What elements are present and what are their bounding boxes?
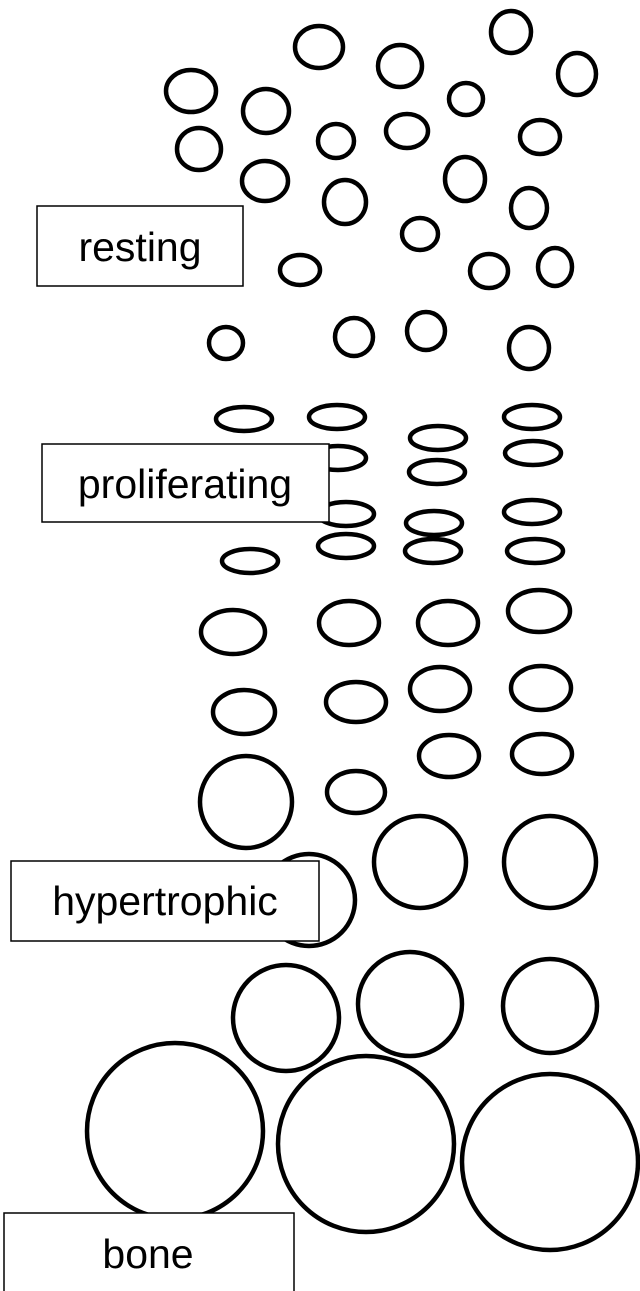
resting-cell bbox=[277, 252, 323, 288]
label-hypertrophic: hypertrophic bbox=[10, 860, 320, 942]
resting-cell bbox=[555, 50, 599, 98]
proliferating-cell bbox=[501, 402, 563, 432]
prehypertrophic-cell bbox=[416, 732, 482, 780]
label-hypertrophic-text: hypertrophic bbox=[52, 878, 278, 924]
resting-cell bbox=[442, 154, 488, 204]
resting-cell bbox=[506, 324, 552, 372]
proliferating-cell bbox=[407, 423, 469, 453]
hypertrophic-cell bbox=[197, 753, 295, 851]
bone-cell bbox=[275, 1053, 457, 1235]
resting-cell bbox=[404, 309, 448, 353]
prehypertrophic-cell bbox=[316, 598, 382, 648]
bone-cell bbox=[84, 1040, 266, 1222]
resting-cell bbox=[535, 245, 575, 289]
label-bone-text: bone bbox=[102, 1231, 193, 1277]
prehypertrophic-cell bbox=[210, 687, 278, 737]
proliferating-cell bbox=[315, 531, 377, 561]
proliferating-cell bbox=[402, 536, 464, 566]
resting-cell bbox=[467, 251, 511, 291]
resting-cell bbox=[488, 8, 534, 56]
prehypertrophic-cell bbox=[324, 768, 388, 816]
label-hypertrophic-box bbox=[10, 860, 320, 942]
proliferating-cell bbox=[502, 438, 564, 468]
label-bone: bone bbox=[3, 1212, 295, 1291]
prehypertrophic-cell bbox=[415, 598, 481, 648]
hypertrophic-cell bbox=[500, 956, 600, 1056]
resting-cell bbox=[446, 80, 486, 118]
proliferating-cell bbox=[406, 457, 468, 487]
hypertrophic-cell bbox=[371, 813, 469, 911]
resting-cell bbox=[332, 315, 376, 359]
resting-cell bbox=[206, 324, 246, 362]
label-proliferating-text: proliferating bbox=[78, 461, 292, 507]
label-resting-text: resting bbox=[78, 224, 201, 270]
resting-zone-cells bbox=[163, 8, 599, 372]
hypertrophic-cell bbox=[501, 813, 599, 911]
resting-cell bbox=[315, 121, 357, 161]
label-proliferating: proliferating bbox=[41, 443, 330, 523]
resting-cell bbox=[399, 215, 441, 253]
proliferating-zone-cells bbox=[213, 402, 566, 576]
prehypertrophic-zone-cells bbox=[198, 587, 575, 816]
prehypertrophic-cell bbox=[505, 587, 573, 635]
hypertrophic-cell bbox=[355, 949, 465, 1059]
resting-cell bbox=[321, 177, 369, 227]
bone-zone-cells bbox=[84, 1040, 640, 1253]
prehypertrophic-cell bbox=[508, 663, 574, 713]
label-bone-box bbox=[3, 1212, 295, 1291]
proliferating-cell bbox=[501, 497, 563, 527]
resting-cell bbox=[375, 42, 425, 90]
prehypertrophic-cell bbox=[323, 679, 389, 725]
resting-cell bbox=[383, 111, 431, 151]
resting-cell bbox=[174, 125, 224, 173]
resting-cell bbox=[508, 185, 550, 231]
resting-cell bbox=[292, 23, 346, 71]
hypertrophic-cell bbox=[230, 962, 342, 1074]
proliferating-cell bbox=[403, 508, 465, 538]
prehypertrophic-cell bbox=[407, 664, 473, 714]
proliferating-cell bbox=[213, 404, 275, 434]
proliferating-cell bbox=[306, 402, 368, 432]
proliferating-cell bbox=[504, 536, 566, 566]
label-proliferating-box bbox=[41, 443, 330, 523]
prehypertrophic-cell bbox=[509, 731, 575, 777]
resting-cell bbox=[517, 117, 563, 157]
proliferating-cell bbox=[219, 546, 281, 576]
prehypertrophic-cell bbox=[198, 607, 268, 657]
label-resting-box bbox=[36, 205, 244, 287]
resting-cell bbox=[163, 67, 219, 115]
label-resting: resting bbox=[36, 205, 244, 287]
resting-cell bbox=[240, 86, 292, 136]
bone-cell bbox=[459, 1071, 640, 1253]
resting-cell bbox=[239, 158, 291, 204]
